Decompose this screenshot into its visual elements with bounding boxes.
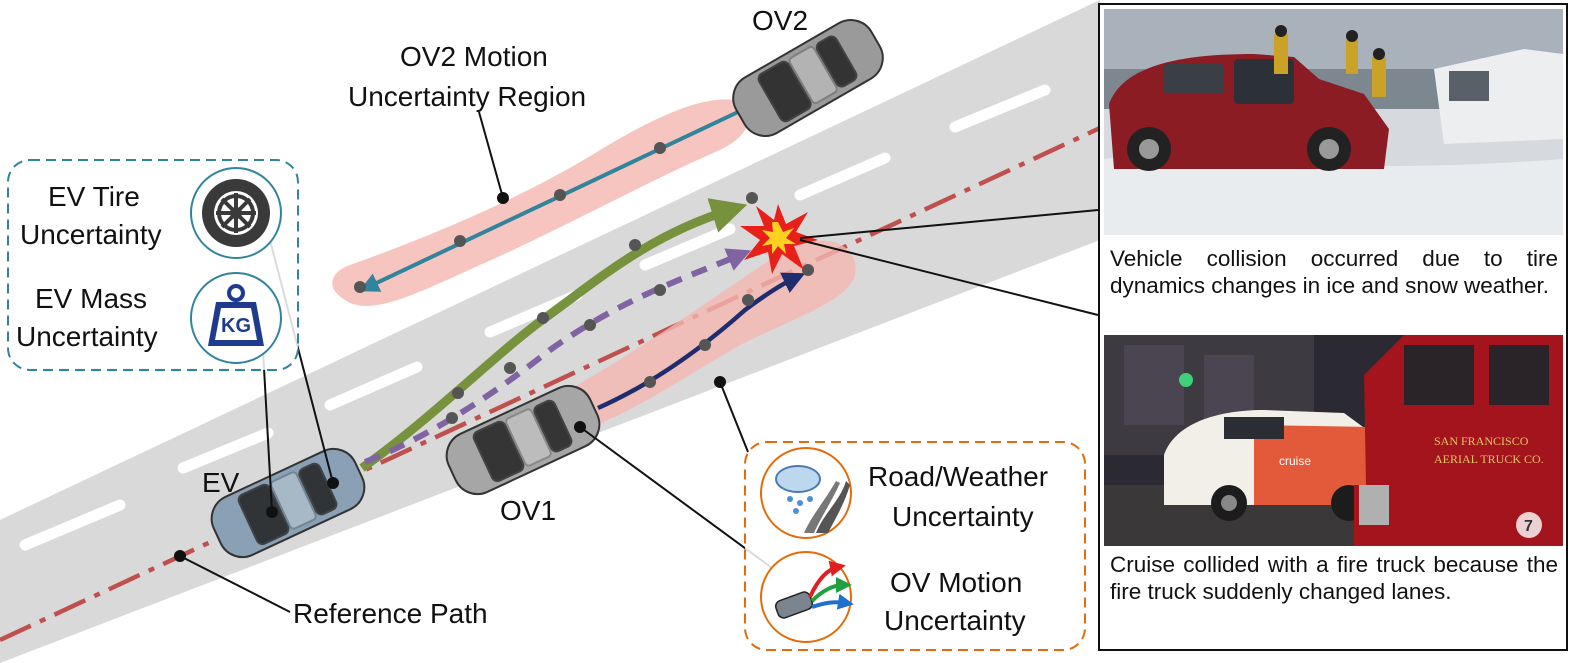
kg-text: KG bbox=[221, 315, 251, 337]
cruise-logo-text: cruise bbox=[1279, 454, 1311, 468]
pointer-lines bbox=[174, 111, 1099, 613]
cruise-firetruck-photo: cruise SAN FRANCISCO AERIAL TRUCK CO. 7 bbox=[1104, 335, 1563, 546]
ev-mass-label-line1: EV Mass bbox=[35, 283, 147, 314]
truck-text-line2: AERIAL TRUCK CO. bbox=[1434, 452, 1544, 466]
ev-mass-label-line2: Uncertainty bbox=[16, 321, 158, 352]
path-points bbox=[446, 192, 814, 424]
ev-predicted-path bbox=[363, 248, 752, 465]
truck-text-line1: SAN FRANCISCO bbox=[1434, 434, 1529, 448]
road-weather-label-line1: Road/Weather bbox=[868, 461, 1048, 492]
weather-road-icon bbox=[760, 447, 852, 539]
ov2-region-label-line2: Uncertainty Region bbox=[348, 81, 586, 112]
ov2-path-points bbox=[354, 142, 666, 293]
lane-markings-upper bbox=[177, 84, 1051, 474]
ov2-predicted-path bbox=[358, 110, 739, 292]
ov2-label: OV2 bbox=[752, 5, 808, 36]
ov-motion-label-line1: OV Motion bbox=[890, 567, 1022, 598]
truck-number: 7 bbox=[1524, 518, 1533, 535]
kg-weight-icon: KG bbox=[190, 272, 282, 364]
bottom-photo-caption: Cruise collided with a fire truck becaus… bbox=[1110, 552, 1558, 604]
ov1-predicted-path bbox=[597, 272, 806, 411]
ev-tire-label-line2: Uncertainty bbox=[20, 219, 162, 250]
reference-path-label: Reference Path bbox=[293, 598, 488, 629]
road-weather-label-line2: Uncertainty bbox=[892, 501, 1034, 532]
snow-collision-photo bbox=[1104, 9, 1563, 235]
tire-icon bbox=[190, 167, 282, 259]
ov1-label: OV1 bbox=[500, 495, 556, 526]
ov-motion-label-line2: Uncertainty bbox=[884, 605, 1026, 636]
lane-markings-lower bbox=[19, 499, 126, 551]
ov2-region-label-line1: OV2 Motion bbox=[400, 41, 548, 72]
top-photo-caption: Vehicle collision occurred due to tire d… bbox=[1110, 246, 1558, 298]
ev-tire-label-line1: EV Tire bbox=[48, 181, 140, 212]
photo-panel: Vehicle collision occurred due to tire d… bbox=[1098, 3, 1568, 651]
ev-label: EV bbox=[202, 467, 240, 498]
ov-motion-icon bbox=[760, 551, 854, 643]
collision-star-icon bbox=[740, 204, 818, 274]
